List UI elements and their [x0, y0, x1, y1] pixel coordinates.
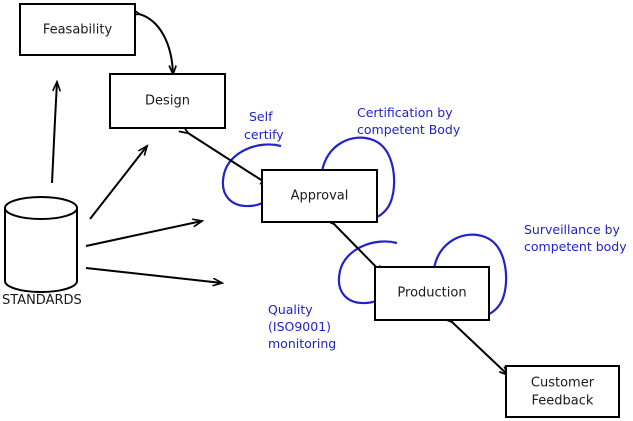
node-design-label: Design — [145, 94, 190, 109]
annotation-self-certify-line2: certify — [244, 127, 284, 142]
node-production-label: Production — [397, 286, 466, 301]
connection-design-feasability — [139, 14, 173, 74]
data-store-label: STANDARDS — [2, 293, 82, 308]
node-customer-feedback[interactable]: Customer Feedback — [505, 365, 620, 418]
annotation-certification-line1: Certification by — [357, 105, 453, 120]
annotation-self-certify-line1: Self — [249, 109, 273, 124]
annotation-quality-line2: (ISO9001) — [268, 319, 331, 334]
connection-standards-approval — [85, 221, 202, 247]
annotation-surveillance-line2: competent body — [524, 239, 627, 254]
node-feasability[interactable]: Feasability — [19, 3, 136, 56]
annotation-quality-line1: Quality — [268, 302, 313, 317]
connection-production-customerfeedback — [452, 322, 508, 375]
annotation-self-certify: Self certify — [244, 109, 284, 142]
node-production[interactable]: Production — [374, 266, 490, 321]
node-approval-label: Approval — [291, 189, 349, 204]
annotation-surveillance: Surveillance by competent body — [524, 222, 627, 254]
annotation-certification: Certification by competent Body — [357, 105, 461, 137]
connection-standards-production — [85, 267, 222, 283]
connection-standards-design — [89, 146, 147, 220]
connection-standards-feasability — [51, 82, 57, 184]
surveillance-loop — [434, 233, 508, 319]
node-design[interactable]: Design — [109, 73, 226, 129]
data-store-standards[interactable]: STANDARDS — [2, 196, 82, 308]
connection-approval-production — [334, 224, 383, 274]
annotation-surveillance-line1: Surveillance by — [524, 222, 621, 237]
certification-loop — [322, 136, 396, 222]
annotation-quality-monitoring: Quality (ISO9001) monitoring — [268, 302, 336, 351]
annotation-quality-line3: monitoring — [268, 336, 336, 351]
node-customer-feedback-label-line2: Feedback — [532, 394, 594, 409]
node-approval[interactable]: Approval — [261, 169, 378, 223]
node-customer-feedback-label-line1: Customer — [531, 376, 595, 391]
node-feasability-label: Feasability — [43, 23, 113, 38]
annotation-certification-line2: competent Body — [357, 122, 461, 137]
connection-design-approval — [188, 133, 269, 185]
